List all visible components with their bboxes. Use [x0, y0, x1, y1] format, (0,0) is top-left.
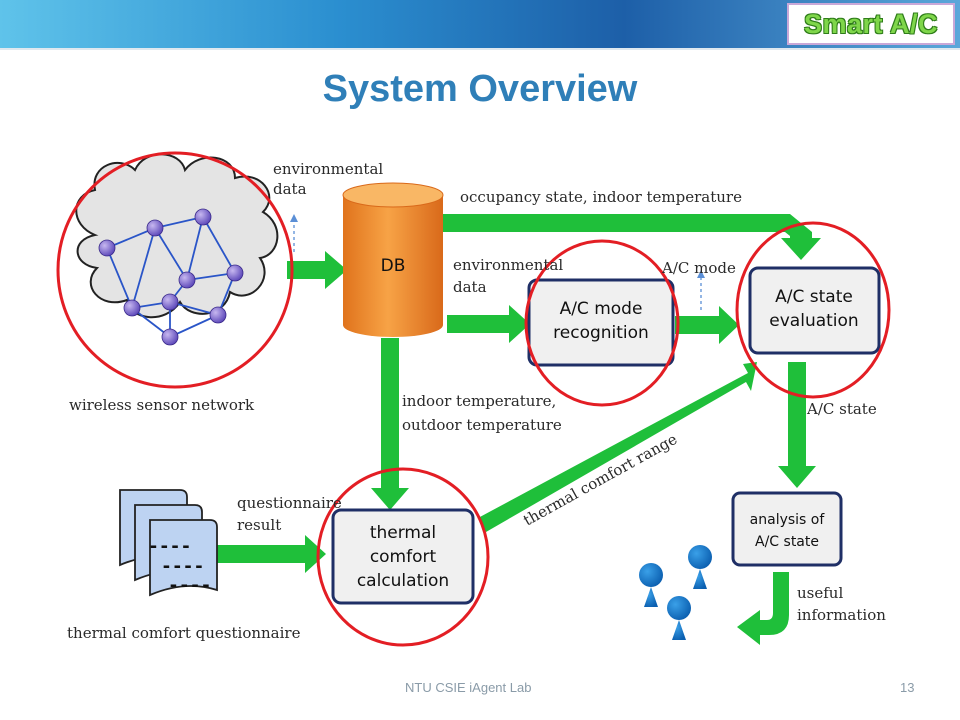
sensor-cloud: [75, 153, 279, 346]
header-divider: [0, 48, 960, 50]
label-occupancy: occupancy state, indoor temperature: [460, 188, 742, 206]
system-overview-diagram: DB A/C mode recognition A/C state evalua…: [55, 140, 898, 650]
svg-text:calculation: calculation: [357, 571, 449, 591]
svg-text:recognition: recognition: [553, 323, 649, 343]
svg-text:----: ----: [148, 536, 191, 557]
label-environmental-data-top: environmental: [273, 160, 383, 178]
svg-text:comfort: comfort: [370, 547, 437, 567]
label-ac-mode: A/C mode: [661, 259, 736, 277]
svg-text:thermal: thermal: [370, 523, 436, 543]
arrow-db-to-thermal: [371, 338, 409, 510]
svg-text:evaluation: evaluation: [769, 311, 858, 331]
page-number: 13: [900, 680, 915, 695]
highlight-evaluation: [735, 221, 891, 399]
label-user: user: [653, 649, 687, 650]
arrow-thermal-range: [478, 362, 757, 532]
flow-arrows: [217, 214, 821, 645]
analysis-of-ac-state-box: analysis of A/C state: [731, 491, 843, 567]
arrow-recognition-to-evaluation: [675, 306, 739, 344]
svg-text:analysis of: analysis of: [750, 512, 826, 528]
db-label: DB: [381, 256, 406, 276]
db-cylinder: DB: [342, 182, 444, 337]
user-icon: [639, 545, 712, 640]
arrow-questionnaire-to-thermal: [217, 535, 326, 573]
questionnaire-sheets-icon: ---- ---- ----: [119, 489, 218, 597]
label-ac-state: A/C state: [806, 400, 877, 418]
svg-text:result: result: [237, 516, 281, 534]
highlight-recognition: [524, 239, 680, 407]
svg-text:----: ----: [168, 575, 211, 596]
arrow-evaluation-to-analysis: [778, 362, 816, 488]
svg-text:A/C state: A/C state: [775, 287, 853, 307]
label-wireless-sensor-network: wireless sensor network: [69, 396, 255, 414]
dashed-arrows: [293, 220, 702, 310]
highlight-sensor-network: [56, 151, 294, 389]
arrow-db-to-recognition: [447, 305, 530, 343]
svg-text:data: data: [453, 278, 487, 296]
footer-lab: NTU CSIE iAgent Lab: [405, 680, 532, 695]
label-thermal-comfort-questionnaire: thermal comfort questionnaire: [67, 624, 301, 642]
arrow-sensor-to-db: [287, 251, 347, 289]
highlight-circles: [56, 151, 891, 647]
page-title: System Overview: [322, 68, 638, 110]
highlight-thermal: [316, 467, 490, 647]
svg-text:A/C state: A/C state: [755, 534, 819, 550]
thermal-comfort-calculation-box: thermal comfort calculation: [331, 508, 475, 605]
arrow-analysis-to-user: [737, 572, 789, 645]
label-indoor-outdoor: indoor temperature,: [402, 392, 556, 410]
label-useful-information: useful: [797, 584, 843, 602]
svg-text:data: data: [273, 180, 307, 198]
svg-text:information: information: [797, 606, 886, 624]
label-questionnaire-result: questionnaire: [237, 494, 342, 512]
svg-text:----: ----: [161, 556, 204, 577]
svg-text:A/C mode: A/C mode: [560, 299, 643, 319]
ac-state-evaluation-box: A/C state evaluation: [748, 266, 881, 355]
svg-text:outdoor temperature: outdoor temperature: [402, 416, 562, 434]
label-environmental-data-mid: environmental: [453, 256, 563, 274]
ac-mode-recognition-box: A/C mode recognition: [527, 278, 675, 367]
brand-logo: Smart A/C: [787, 3, 955, 45]
arrow-occupancy: [443, 214, 821, 260]
